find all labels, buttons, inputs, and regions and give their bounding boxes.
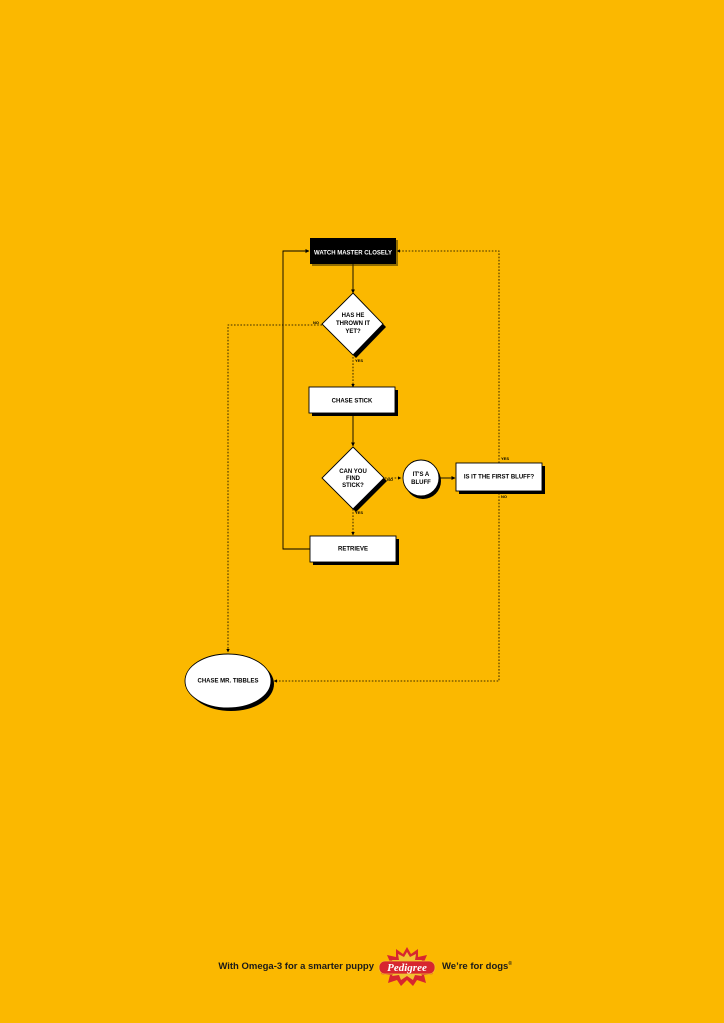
node-bluff: IT'S A BLUFF [402, 459, 441, 499]
pedigree-logo: Pedigree [378, 947, 436, 986]
node-chase-stick-label: CHASE STICK [332, 399, 373, 405]
node-find-line2: FIND [346, 476, 361, 482]
node-chase-tibbles-label: CHASE MR. TIBBLES [197, 679, 258, 685]
trademark-mark: ® [508, 961, 513, 967]
edge-retrieve-to-watch [282, 248, 310, 550]
tagline-omega: With Omega-3 for a smarter puppy [218, 961, 374, 972]
node-thrown-line2: THROWN IT [336, 321, 370, 327]
tagline-for-dogs: We’re for dogs® [442, 961, 512, 972]
node-watch-master: WATCH MASTER CLOSELY [310, 238, 398, 266]
brand-name: Pedigree [387, 962, 427, 974]
edge-first-no [273, 493, 500, 683]
node-find-line3: STICK? [342, 483, 364, 489]
label-first-no: NO [501, 494, 507, 499]
node-find-line1: CAN YOU [339, 469, 367, 475]
label-find-no: NO [387, 477, 393, 482]
node-first-bluff: IS IT THE FIRST BLUFF? [455, 462, 545, 494]
label-find-yes: YES [355, 510, 363, 515]
edge-first-yes [396, 249, 500, 463]
node-thrown-line1: HAS HE [342, 313, 365, 319]
node-watch-master-label: WATCH MASTER CLOSELY [314, 251, 392, 257]
node-find-decision: CAN YOU FIND STICK? [321, 446, 387, 512]
node-retrieve-label: RETRIEVE [338, 547, 368, 553]
node-bluff-line1: IT'S A [413, 472, 430, 478]
edge-thrown-no [226, 324, 322, 653]
node-retrieve: RETRIEVE [309, 535, 399, 565]
node-bluff-line2: BLUFF [411, 480, 431, 486]
tagline-for-dogs-text: We’re for dogs [442, 961, 509, 973]
node-first-bluff-label: IS IT THE FIRST BLUFF? [464, 475, 535, 481]
node-thrown-line3: YET? [345, 329, 361, 335]
label-first-yes: YES [501, 456, 509, 461]
label-thrown-yes: YES [355, 358, 363, 363]
footer: With Omega-3 for a smarter puppy Pedigre… [0, 946, 724, 986]
node-chase-tibbles: CHASE MR. TIBBLES [184, 653, 274, 711]
node-chase-stick: CHASE STICK [308, 386, 398, 416]
node-thrown-decision: HAS HE THROWN IT YET? [321, 292, 386, 358]
label-thrown-no: NO [313, 320, 319, 325]
